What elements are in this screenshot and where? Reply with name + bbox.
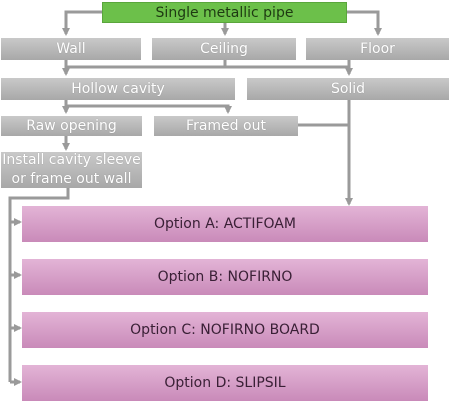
connector-ceiling-merge (66, 60, 227, 69)
option-c-nofirno-board: Option C: NOFIRNO BOARD (22, 312, 428, 348)
node-install-cavity-sleeve: Install cavity sleeve or frame out wall (1, 152, 142, 188)
node-hollow-cavity: Hollow cavity (1, 78, 235, 100)
option-b-nofirno: Option B: NOFIRNO (22, 259, 428, 295)
node-single-metallic-pipe: Single metallic pipe (102, 2, 347, 23)
connector-start-wall (62, 10, 102, 36)
option-a-actifoam: Option A: ACTIFOAM (22, 206, 428, 242)
node-framed-out: Framed out (154, 116, 298, 136)
install-line-1: Install cavity sleeve (2, 152, 141, 168)
node-raw-opening: Raw opening (1, 116, 142, 136)
connector-install-spine (8, 188, 70, 382)
connector-start-floor (347, 10, 382, 36)
option-d-slipsil: Option D: SLIPSIL (22, 365, 428, 401)
install-line-2: or frame out wall (11, 171, 132, 187)
node-floor: Floor (306, 38, 449, 60)
node-wall: Wall (1, 38, 141, 60)
connector-hollow-framed (66, 104, 232, 114)
node-ceiling: Ceiling (152, 38, 296, 60)
node-solid: Solid (247, 78, 449, 100)
